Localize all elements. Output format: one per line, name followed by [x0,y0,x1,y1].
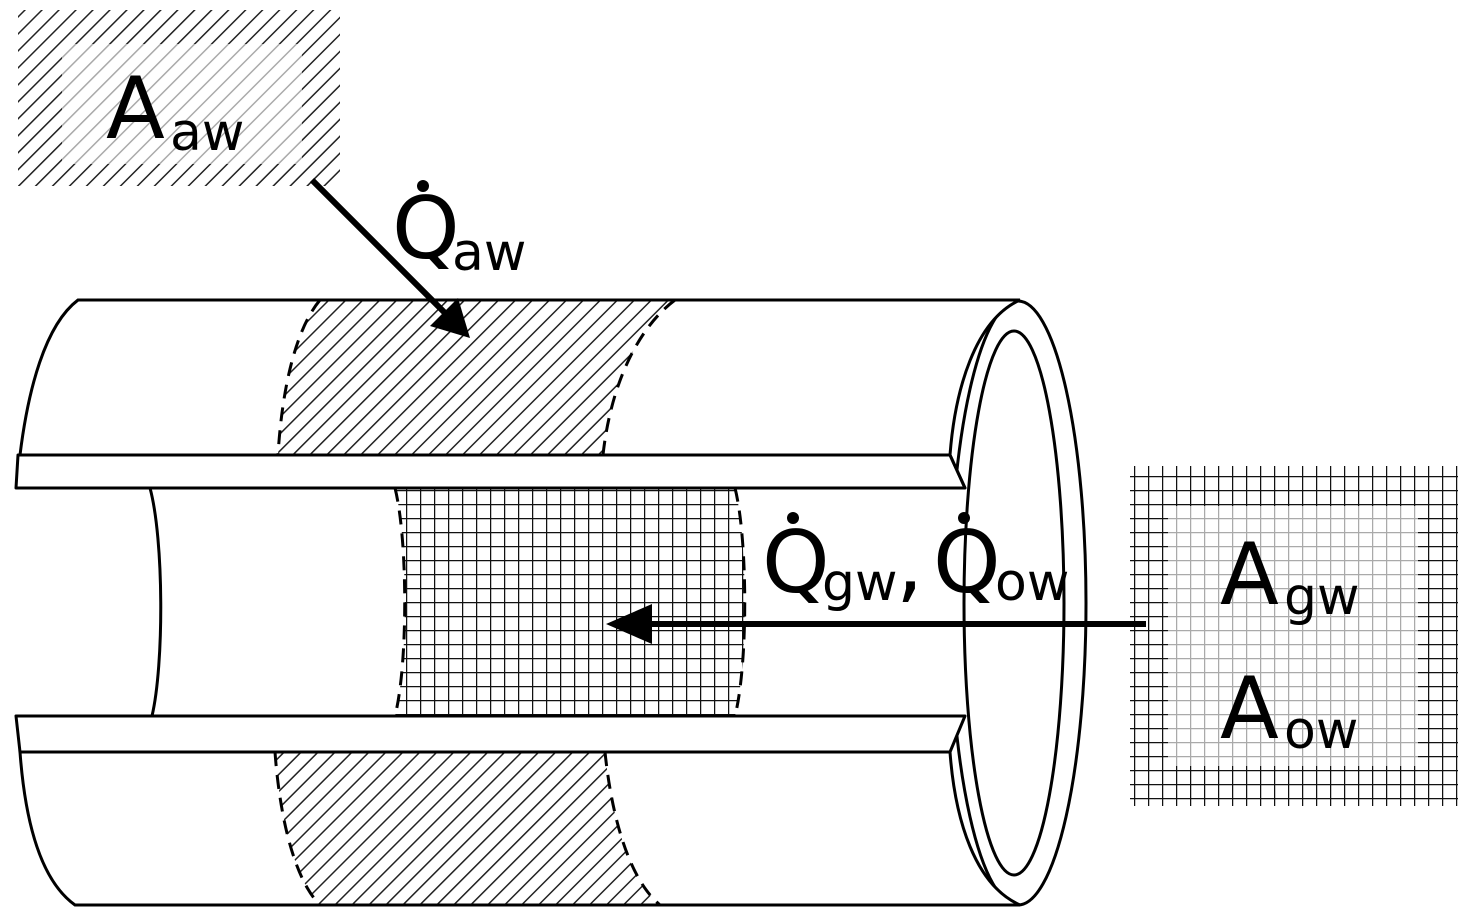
a-aw-main: A [106,59,165,159]
pipe-bottom-shell [14,714,1021,907]
label-a-ow: A ow [1220,659,1358,761]
q-aw-main: Q [392,179,460,279]
a-gw-sub: gw [1284,567,1360,627]
inner-grid-band-left-edge [393,487,407,717]
bottom-band-right-edge [603,751,661,907]
pipe-inner-bore [148,487,960,717]
label-q-ow: Q ow [933,512,1069,613]
q-aw-sub: aw [452,223,526,283]
bottom-wall-cut [14,714,967,754]
label-a-gw: A gw [1220,525,1360,627]
top-band-left-edge [276,299,322,456]
a-aw-sub: aw [170,103,244,163]
label-q-aw: Q aw [392,179,526,283]
inner-left-edge [148,487,163,717]
top-wall-cut [14,453,967,490]
q-gw-main: Q [762,513,830,613]
gw-ow-flux-arrow [606,604,1146,644]
bottom-band-left-edge [273,751,322,907]
a-ow-main: A [1220,659,1279,759]
q-gw-dot [787,512,799,524]
a-gw-main: A [1220,525,1279,625]
top-band-right-edge [601,298,676,456]
label-q-gw: Q gw , [762,512,923,613]
q-ow-main: Q [933,513,1001,613]
gw-ow-area-box [1130,466,1458,806]
aw-area-box [18,10,340,186]
q-aw-dot [417,180,429,192]
inner-grid-band-right-edge [733,487,747,717]
pipe-top-shell [14,298,1021,490]
label-a-aw: A aw [106,59,244,163]
q-gw-separator: , [896,513,923,613]
a-ow-sub: ow [1284,701,1358,761]
aw-flux-arrow [309,177,470,338]
q-gw-sub: gw [822,553,898,613]
q-ow-sub: ow [995,553,1069,613]
q-ow-dot [958,512,970,524]
